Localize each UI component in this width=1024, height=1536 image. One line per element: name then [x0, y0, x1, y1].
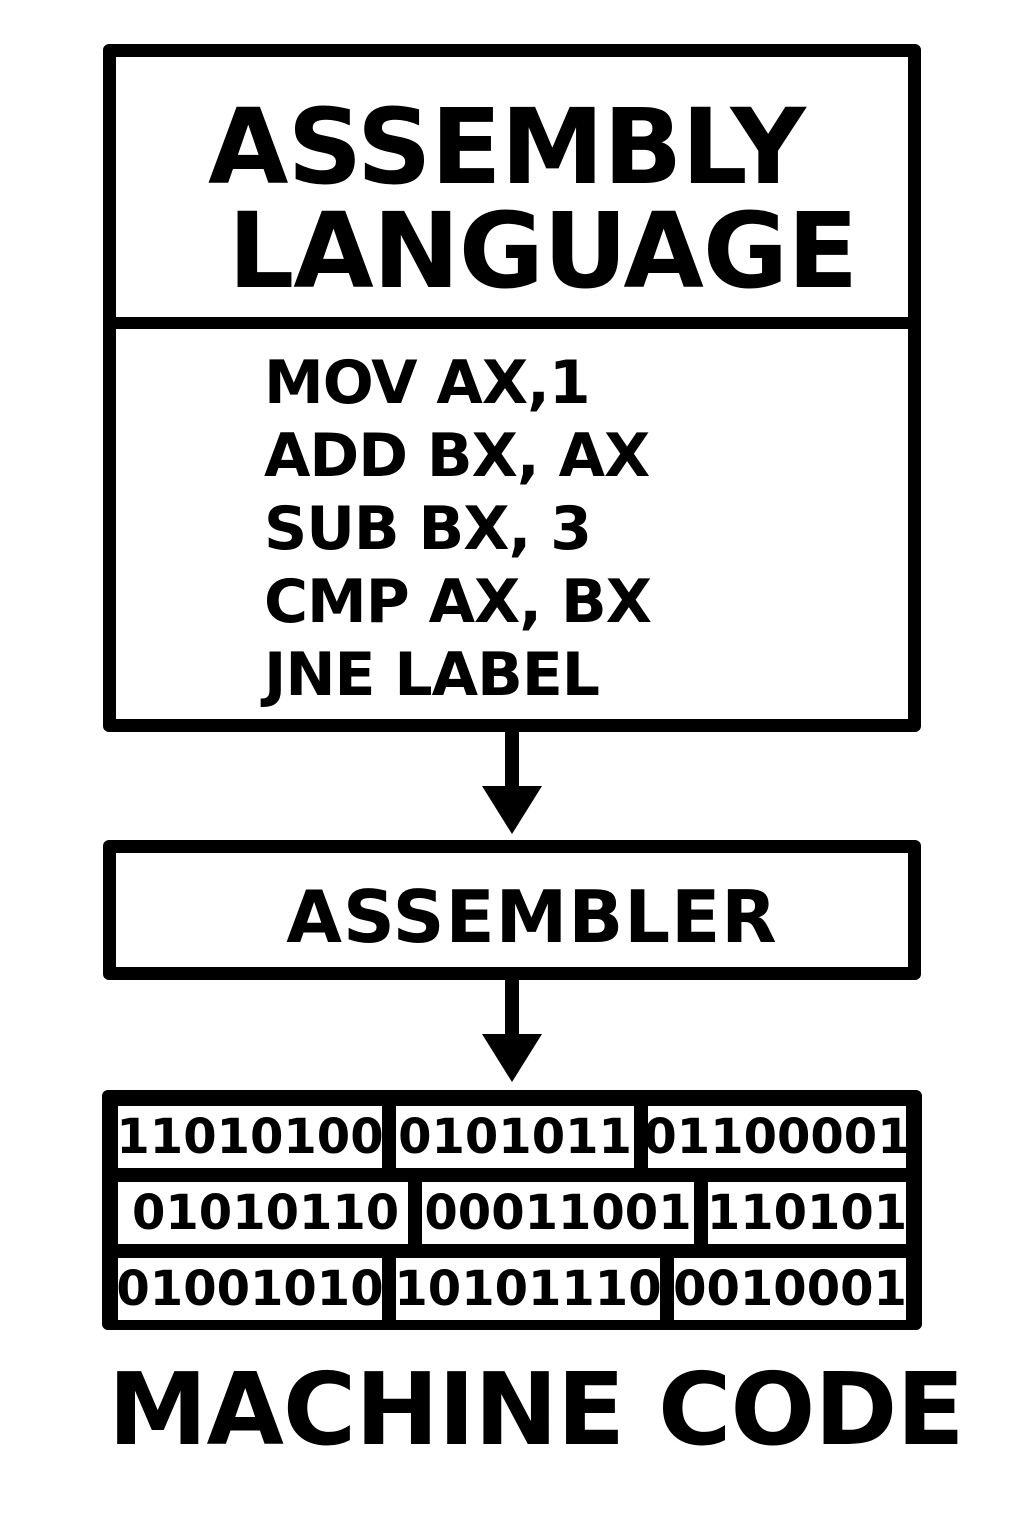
machine-code-cell: 01010110	[118, 1182, 408, 1244]
assembler-label: ASSEMBLER	[286, 875, 778, 959]
down-arrow-icon	[482, 978, 542, 1082]
machine-code-cell: 110101	[708, 1182, 906, 1244]
machine-code-cell: 0010001	[674, 1258, 906, 1320]
code-line-sub: SUB BX, 3	[264, 494, 592, 564]
machine-code-cell: 01100001	[648, 1106, 906, 1168]
machine-code-cell: 10101110	[396, 1258, 660, 1320]
code-line-jne: JNE LABEL	[264, 640, 600, 710]
machine-code-cell: 0101011	[396, 1106, 634, 1168]
assembly-language-header: ASSEMBLY LANGUAGE	[116, 57, 908, 329]
code-line-mov: MOV AX,1	[264, 348, 591, 418]
assembly-title-line-1: ASSEMBLY	[208, 86, 806, 208]
machine-code-cell: 01001010	[118, 1258, 382, 1320]
machine-code-label: MACHINE CODE	[108, 1351, 965, 1468]
assembly-code-block: MOV AX,1 ADD BX, AX SUB BX, 3 CMP AX, BX…	[264, 347, 652, 712]
assembler-box: ASSEMBLER	[103, 840, 921, 980]
code-line-cmp: CMP AX, BX	[264, 567, 652, 637]
assembly-language-box: ASSEMBLY LANGUAGE MOV AX,1 ADD BX, AX SU…	[103, 44, 921, 732]
machine-code-cell: 00011001	[422, 1182, 694, 1244]
down-arrow-icon	[482, 730, 542, 834]
machine-code-cell: 11010100	[118, 1106, 382, 1168]
assembly-title-line-2: LANGUAGE	[228, 190, 858, 312]
code-line-add: ADD BX, AX	[264, 421, 650, 491]
machine-code-grid: 11010100 0101011 01100001 01010110 00011…	[102, 1090, 922, 1330]
